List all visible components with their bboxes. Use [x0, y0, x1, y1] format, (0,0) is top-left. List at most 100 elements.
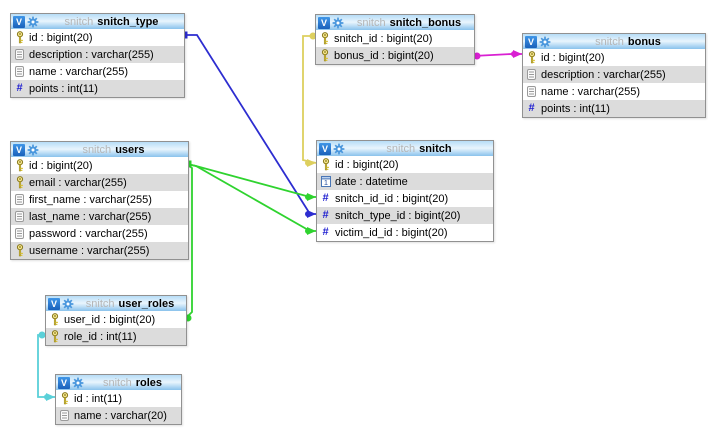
field-row-users-0[interactable]: id : bigint(20)	[11, 157, 188, 174]
field-definition: date : datetime	[335, 175, 408, 188]
field-definition: id : bigint(20)	[335, 158, 399, 171]
field-row-snitch_type-2[interactable]: name : varchar(255)	[11, 63, 184, 80]
field-row-bonus-3[interactable]: #points : int(11)	[523, 100, 705, 117]
key-icon	[14, 176, 25, 189]
field-row-snitch_bonus-0[interactable]: snitch_id : bigint(20)	[316, 30, 474, 47]
relation-endpoint-arrow	[44, 393, 55, 401]
field-row-snitch-4[interactable]: #victim_id_id : bigint(20)	[317, 224, 493, 241]
key-icon	[49, 313, 60, 326]
database-name: snitch	[595, 35, 624, 48]
toggle-view-button[interactable]: V	[13, 143, 25, 156]
field-row-user_roles-1[interactable]: role_id : int(11)	[46, 328, 186, 345]
relation-line-snitch_type-to-snitch[interactable]	[183, 34, 316, 215]
text-icon	[526, 86, 537, 97]
field-row-users-1[interactable]: email : varchar(255)	[11, 174, 188, 191]
field-row-bonus-2[interactable]: name : varchar(255)	[523, 83, 705, 100]
table-name: snitch_bonus	[389, 16, 462, 29]
field-row-bonus-0[interactable]: id : bigint(20)	[523, 49, 705, 66]
field-row-roles-0[interactable]: id : int(11)	[56, 390, 181, 407]
key-icon	[14, 244, 25, 257]
field-row-snitch-0[interactable]: id : bigint(20)	[317, 156, 493, 173]
field-row-roles-1[interactable]: name : varchar(20)	[56, 407, 181, 424]
toggle-view-button[interactable]: V	[319, 142, 331, 155]
database-name: snitch	[82, 143, 112, 156]
key-icon	[526, 51, 537, 64]
table-name: roles	[135, 376, 163, 389]
field-definition: user_id : bigint(20)	[64, 313, 156, 326]
toggle-view-button[interactable]: V	[525, 35, 537, 48]
key-icon	[49, 330, 60, 343]
gear-icon[interactable]	[62, 298, 74, 310]
field-definition: snitch_type_id : bigint(20)	[335, 209, 461, 222]
table-name: snitch	[419, 142, 452, 155]
gear-icon[interactable]	[72, 377, 84, 389]
gear-icon[interactable]	[333, 143, 345, 155]
text-icon	[14, 211, 25, 222]
field-row-snitch-1[interactable]: 1 date : datetime	[317, 173, 493, 190]
gear-icon[interactable]	[332, 17, 344, 29]
field-row-snitch_type-1[interactable]: description : varchar(255)	[11, 46, 184, 63]
table-name: user_roles	[118, 297, 175, 310]
text-icon	[14, 66, 25, 77]
relation-endpoint-arrow	[305, 227, 316, 235]
field-definition: username : varchar(255)	[29, 244, 150, 257]
numeric-icon: #	[322, 192, 329, 204]
numeric-icon: #	[322, 209, 329, 221]
gear-icon[interactable]	[27, 16, 39, 28]
text-icon	[14, 49, 25, 60]
toggle-view-button[interactable]: V	[48, 297, 60, 310]
calendar-icon: 1	[320, 176, 331, 187]
toggle-view-button[interactable]: V	[58, 376, 70, 389]
field-row-users-3[interactable]: last_name : varchar(255)	[11, 208, 188, 225]
table-name: snitch_type	[97, 15, 159, 28]
field-row-user_roles-0[interactable]: user_id : bigint(20)	[46, 311, 186, 328]
relation-endpoint-dot	[309, 32, 317, 40]
field-row-snitch_type-3[interactable]: # points : int(11)	[11, 80, 184, 97]
text-icon	[14, 228, 25, 239]
field-definition: last_name : varchar(255)	[29, 210, 152, 223]
field-row-bonus-1[interactable]: description : varchar(255)	[523, 66, 705, 83]
field-definition: victim_id_id : bigint(20)	[335, 226, 448, 239]
field-definition: role_id : int(11)	[64, 330, 137, 343]
gear-icon[interactable]	[27, 144, 39, 156]
field-definition: snitch_id_id : bigint(20)	[335, 192, 449, 205]
field-row-snitch-2[interactable]: # snitch_id_id : bigint(20)	[317, 190, 493, 207]
key-icon	[14, 159, 25, 172]
field-definition: name : varchar(255)	[29, 65, 129, 78]
field-definition: points : int(11)	[29, 82, 98, 95]
table-name: bonus	[627, 35, 661, 48]
field-row-snitch_bonus-1[interactable]: bonus_id : bigint(20)	[316, 47, 474, 64]
field-row-users-2[interactable]: first_name : varchar(255)	[11, 191, 188, 208]
toggle-view-button[interactable]: V	[318, 16, 330, 29]
toggle-view-button[interactable]: V	[13, 15, 25, 28]
gear-icon[interactable]	[539, 36, 551, 48]
key-icon	[59, 392, 70, 405]
field-row-users-5[interactable]: username : varchar(255)	[11, 242, 188, 259]
numeric-icon: #	[16, 82, 23, 94]
numeric-icon: #	[528, 102, 535, 114]
text-icon	[14, 194, 25, 205]
field-row-users-4[interactable]: password : varchar(255)	[11, 225, 188, 242]
field-row-snitch_type-0[interactable]: id : bigint(20)	[11, 29, 184, 46]
field-definition: description : varchar(255)	[29, 48, 154, 61]
relation-line-users-to-snitch-victim_id[interactable]	[186, 163, 316, 232]
field-row-snitch-3[interactable]: # snitch_type_id : bigint(20)	[317, 207, 493, 224]
